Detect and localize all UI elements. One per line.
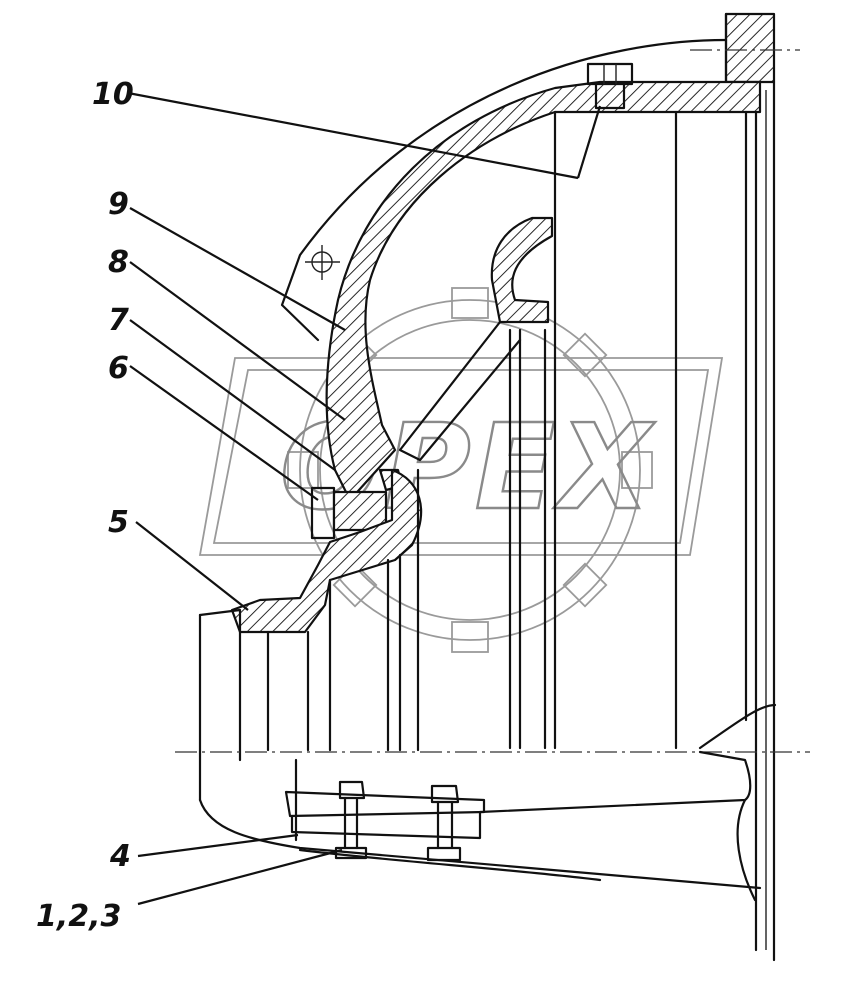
callout-1-2-3: 1,2,3: [36, 899, 121, 934]
callout-4: 4: [109, 839, 131, 874]
oil-lug: [490, 216, 554, 324]
callout-7: 7: [108, 303, 129, 338]
watermark-logo: OPEX: [198, 287, 724, 653]
callout-10: 10: [92, 77, 134, 112]
outer-housing: [690, 12, 800, 962]
inner-walls: [508, 110, 748, 750]
gear-icon: [287, 287, 653, 653]
callout-6: 6: [108, 351, 129, 386]
callout-5: 5: [108, 505, 129, 540]
hub-body: [198, 468, 762, 890]
mounting-bracket: [284, 703, 777, 902]
bracket-bolt-left: [334, 780, 368, 860]
watermark-frame: [198, 357, 724, 556]
cover-outline: [280, 38, 728, 342]
top-bolt: [586, 62, 634, 110]
callout-9: 9: [108, 187, 129, 222]
leader-lines: [127, 91, 602, 906]
bracket-bolt-right: [426, 784, 462, 862]
callout-8: 8: [108, 245, 129, 280]
hub-flange: [230, 468, 423, 634]
